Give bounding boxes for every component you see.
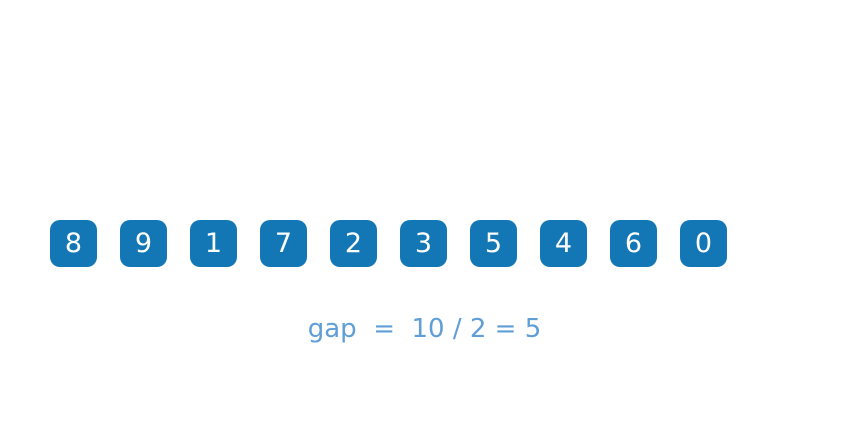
array-cell: 4: [540, 220, 587, 267]
array-cell-value: 1: [204, 228, 223, 259]
array-cell-value: 4: [554, 228, 573, 259]
array-cell: 1: [190, 220, 237, 267]
array-cell-value: 9: [134, 228, 153, 259]
array-cell: 8: [50, 220, 97, 267]
array-cell-value: 2: [344, 228, 363, 259]
array-cell: 3: [400, 220, 447, 267]
array-cell: 5: [470, 220, 517, 267]
array-cell: 9: [120, 220, 167, 267]
array-cell-value: 0: [694, 228, 713, 259]
array-cell-value: 6: [624, 228, 643, 259]
array-cell-value: 5: [484, 228, 503, 259]
array-cell: 0: [680, 220, 727, 267]
array-cell: 6: [610, 220, 657, 267]
array-cell-value: 7: [274, 228, 293, 259]
array-cell: 7: [260, 220, 307, 267]
array-cell-value: 3: [414, 228, 433, 259]
array-row: 8 9 1 7 2 3 5 4 6 0: [50, 220, 727, 267]
array-cell-value: 8: [64, 228, 83, 259]
gap-caption: gap = 10 / 2 = 5: [307, 314, 542, 344]
array-cell: 2: [330, 220, 377, 267]
